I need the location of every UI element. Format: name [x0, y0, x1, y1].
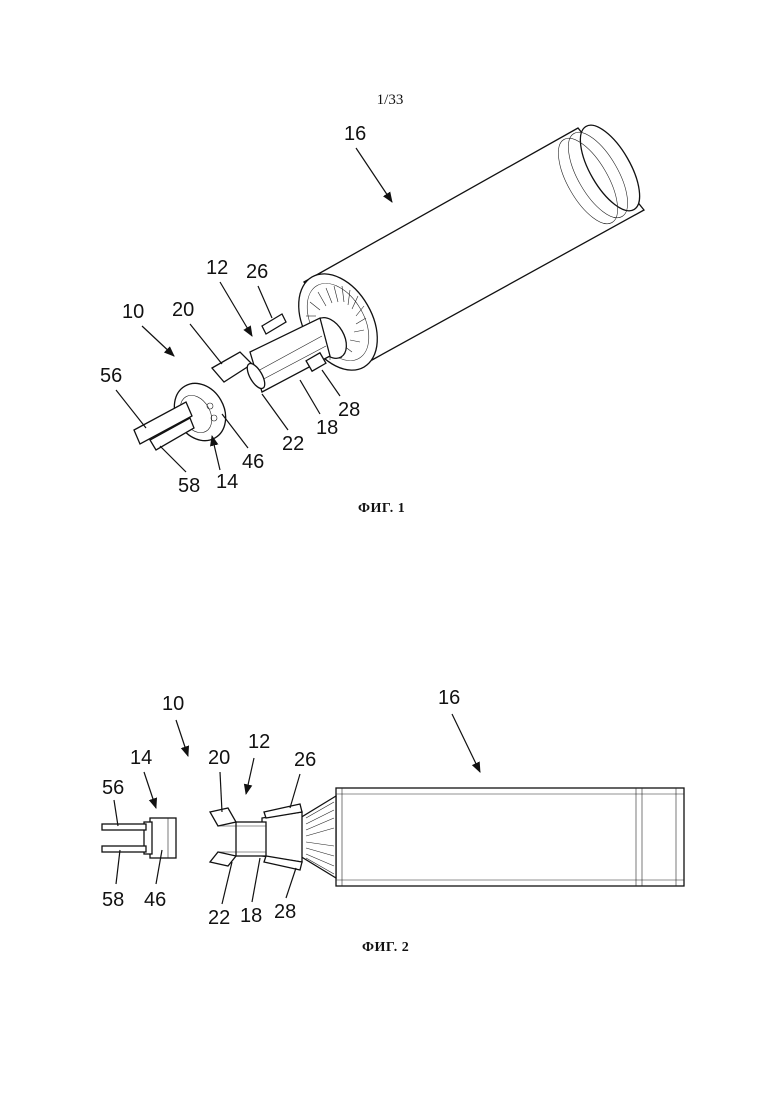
- fig2-label-26: 26: [294, 749, 316, 771]
- fig2-label-14: 14: [130, 747, 152, 769]
- fig1-plug: [134, 374, 236, 450]
- fig1-label-20: 20: [172, 299, 194, 321]
- fig1-label-10: 10: [122, 301, 144, 323]
- fig1-label-16: 16: [344, 123, 366, 145]
- fig2-label-46: 46: [144, 889, 166, 911]
- fig1-label-26: 26: [246, 261, 268, 283]
- fig2-caption: ФИГ. 2: [362, 940, 409, 956]
- fig2-label-18: 18: [240, 905, 262, 927]
- figure-2: 16 10 14 20 12 26 56 58 46 22 18 28: [102, 687, 684, 929]
- fig1-label-56: 56: [100, 365, 122, 387]
- fig1-caption: ФИГ. 1: [358, 501, 405, 517]
- fig2-label-10: 10: [162, 693, 184, 715]
- fig2-label-16: 16: [438, 687, 460, 709]
- fig2-plug: [102, 818, 176, 858]
- fig1-label-22: 22: [282, 433, 304, 455]
- fig2-label-58: 58: [102, 889, 124, 911]
- fig2-label-22: 22: [208, 907, 230, 929]
- fig1-label-28: 28: [338, 399, 360, 421]
- fig2-label-28: 28: [274, 901, 296, 923]
- fig2-label-12: 12: [248, 731, 270, 753]
- fig2-housing-cylinder: [300, 788, 684, 886]
- fig1-label-18: 18: [316, 417, 338, 439]
- fig2-label-20: 20: [208, 747, 230, 769]
- fig1-label-58: 58: [178, 475, 200, 497]
- fig1-label-12: 12: [206, 257, 228, 279]
- fig1-label-46: 46: [242, 451, 264, 473]
- figure-1: 16 12 26 10 20 56 46 14 58 22 18 28: [100, 116, 651, 497]
- fig1-label-14: 14: [216, 471, 238, 493]
- fig2-label-56: 56: [102, 777, 124, 799]
- fig1-connector-body: [212, 314, 330, 392]
- fig2-connector-body: [210, 804, 302, 870]
- fig1-housing-cylinder: [283, 116, 652, 384]
